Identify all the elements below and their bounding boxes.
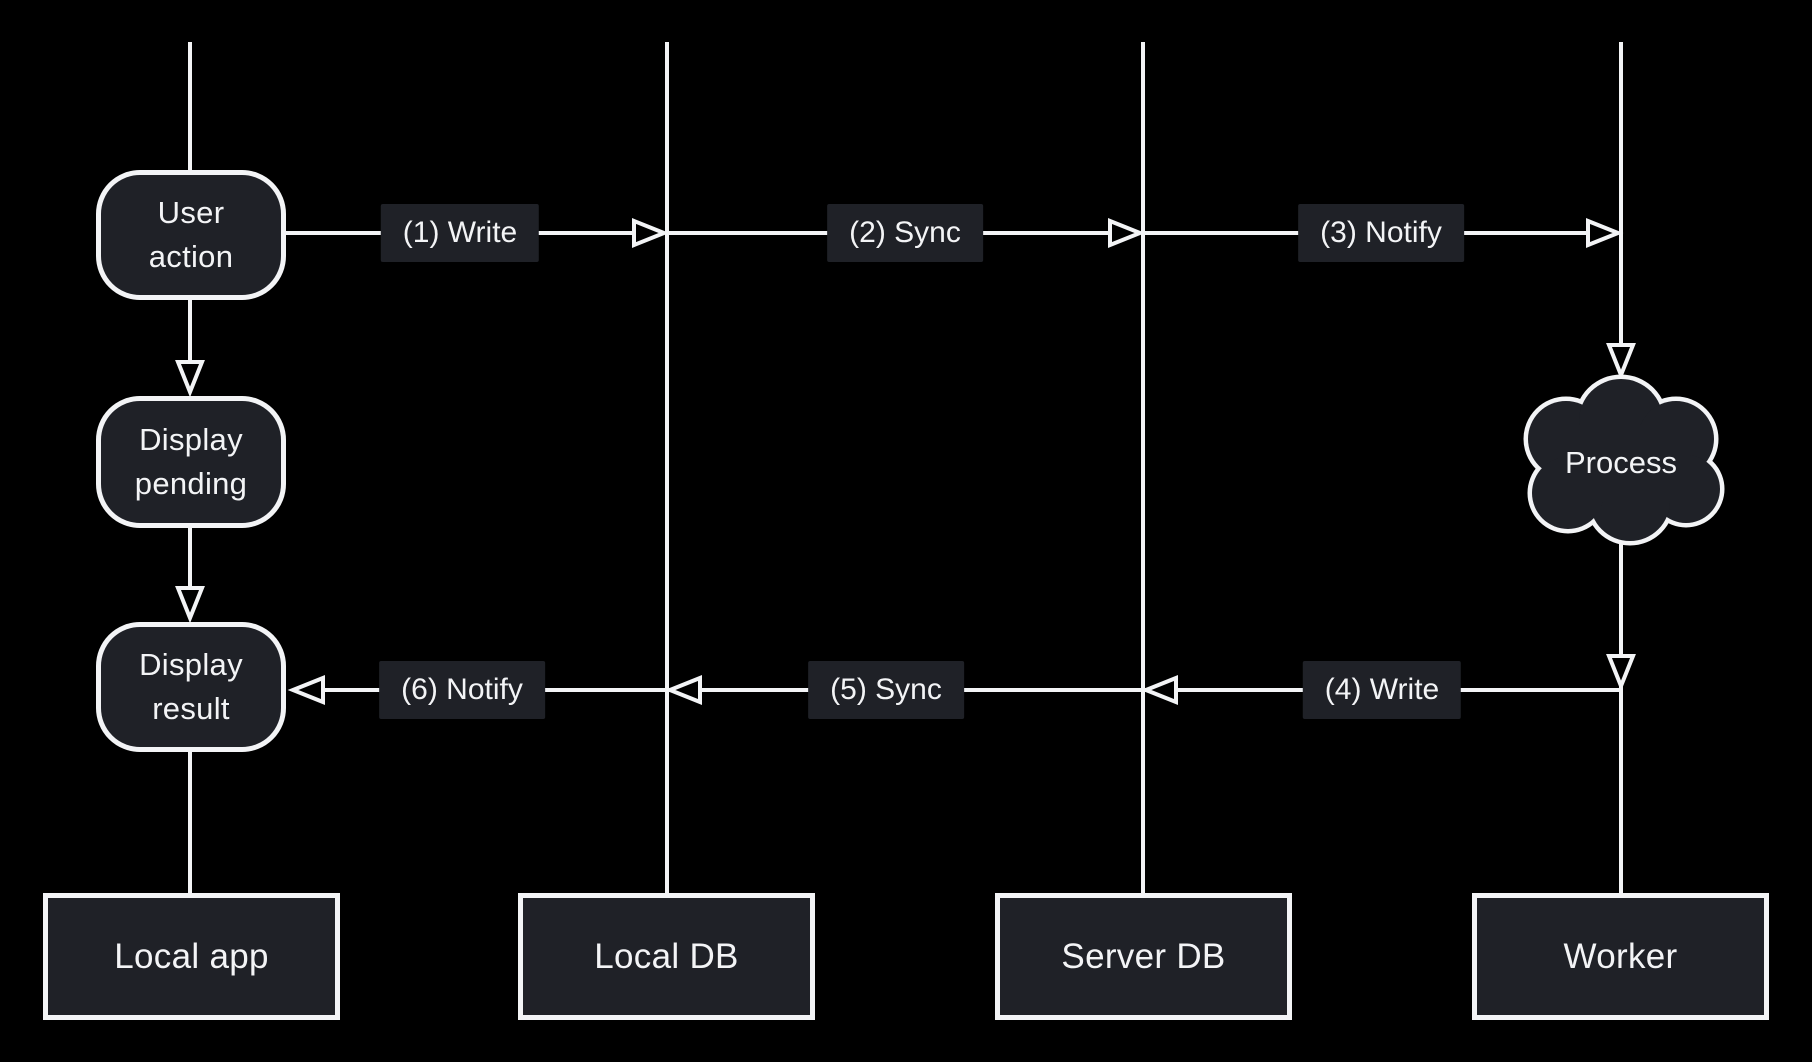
node-user-action: User action <box>96 170 286 300</box>
edge-label-1-write: (1) Write <box>380 204 540 262</box>
lane-worker: Worker <box>1472 893 1769 1020</box>
node-user-action-line2: action <box>148 239 234 274</box>
lane-local-app: Local app <box>43 893 340 1020</box>
node-display-result-line2: result <box>152 691 230 726</box>
message-lines <box>286 231 1621 692</box>
node-display-result: Display result <box>96 622 286 752</box>
edge-label-2-sync: (2) Sync <box>827 204 983 262</box>
node-display-pending-line2: pending <box>134 466 248 501</box>
edge-label-5-sync: (5) Sync <box>808 661 964 719</box>
node-process-label: Process <box>1565 445 1677 480</box>
lane-local-db: Local DB <box>518 893 815 1020</box>
edge-label-3-notify: (3) Notify <box>1298 204 1464 262</box>
node-display-pending: Display pending <box>96 396 286 528</box>
arrowheads <box>175 218 1636 705</box>
process-cloud-shape <box>1523 374 1725 546</box>
lane-server-db: Server DB <box>995 893 1292 1020</box>
edge-label-4-write: (4) Write <box>1302 661 1462 719</box>
edge-label-6-notify: (6) Notify <box>379 661 545 719</box>
node-user-action-line1: User <box>157 195 225 230</box>
lifelines <box>188 42 1623 893</box>
node-display-pending-line1: Display <box>139 422 243 457</box>
node-display-result-line1: Display <box>139 647 243 682</box>
